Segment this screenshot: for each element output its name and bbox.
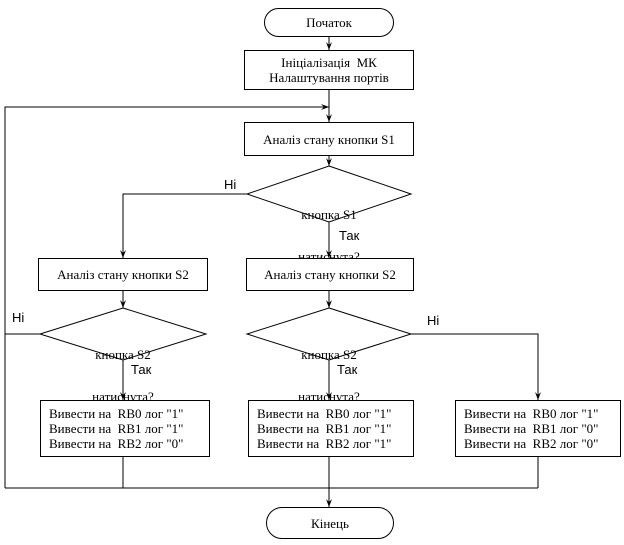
end-label: Кінець <box>311 515 349 531</box>
arrow-to-decision-left <box>120 300 126 308</box>
output-left-line-2: Вивести на RB1 лог "1" <box>49 421 184 436</box>
arrow-to-output-left <box>120 392 126 400</box>
output-right-line-2: Вивести на RB1 лог "0" <box>464 421 599 436</box>
label-no-s2-mid: Ні <box>427 313 440 328</box>
analyze-s2-left-block: Аналіз стану кнопки S2 <box>38 258 208 291</box>
output-mid-line-3: Вивести на RB2 лог "1" <box>257 436 392 451</box>
output-left-line-3: Вивести на RB2 лог "0" <box>49 436 184 451</box>
init-line-1: Ініціалізація МК <box>281 55 377 70</box>
arrow-loop-back <box>321 104 329 110</box>
output-right-line-1: Вивести на RB0 лог "1" <box>464 406 599 421</box>
analyze-s2-mid-label: Аналіз стану кнопки S2 <box>264 267 396 282</box>
start-label: Початок <box>306 15 352 30</box>
loop-back-line <box>4 106 329 488</box>
label-yes-s1: Так <box>339 228 360 243</box>
init-line-2: Налаштування портів <box>269 70 389 85</box>
arrow-to-analyze-s1 <box>326 114 332 122</box>
arrow-to-init <box>326 42 332 50</box>
label-no-s1: Ні <box>224 177 237 192</box>
analyze-s1-label: Аналіз стану кнопки S1 <box>263 131 395 147</box>
arrow-to-output-right <box>535 392 541 400</box>
decision-s1-diamond <box>245 165 413 223</box>
analyze-s2-mid-block: Аналіз стану кнопки S2 <box>246 258 414 291</box>
output-left-block: Вивести на RB0 лог "1" Вивести на RB1 ло… <box>40 400 210 457</box>
connector-s1-no <box>122 193 247 258</box>
end-terminal: Кінець <box>266 507 394 539</box>
output-right-block: Вивести на RB0 лог "1" Вивести на RB1 ло… <box>455 400 621 457</box>
output-right-line-3: Вивести на RB2 лог "0" <box>464 436 599 451</box>
decision-s1-line-1: кнопка S1 <box>301 207 357 222</box>
arrow-to-end <box>326 499 332 507</box>
arrow-to-decision-s1 <box>326 158 332 166</box>
init-block: Ініціалізація МК Налаштування портів <box>244 50 414 90</box>
decision-s2-left-diamond <box>38 307 208 361</box>
output-mid-block: Вивести на RB0 лог "1" Вивести на RB1 ло… <box>248 400 414 457</box>
output-mid-line-1: Вивести на RB0 лог "1" <box>257 406 392 421</box>
analyze-s2-left-label: Аналіз стану кнопки S2 <box>57 267 189 282</box>
decision-s2-mid-diamond <box>245 307 413 361</box>
output-mid-line-2: Вивести на RB1 лог "1" <box>257 421 392 436</box>
arrow-to-decision-mid <box>326 300 332 308</box>
decision-s2-mid-line-1: кнопка S2 <box>301 347 357 362</box>
label-yes-s2-mid: Так <box>337 362 358 377</box>
decision-s2-left-line-1: кнопка S2 <box>95 347 151 362</box>
analyze-s1-block: Аналіз стану кнопки S1 <box>244 122 414 156</box>
arrow-to-analyze-s2-left <box>120 250 126 258</box>
arrow-to-analyze-s2-mid <box>326 250 332 258</box>
output-left-line-1: Вивести на RB0 лог "1" <box>49 406 184 421</box>
start-terminal: Початок <box>264 8 394 37</box>
connector-mid-no <box>411 333 539 400</box>
label-no-s2-left: Ні <box>12 310 25 325</box>
arrow-to-output-mid <box>326 392 332 400</box>
label-yes-s2-left: Так <box>131 362 152 377</box>
